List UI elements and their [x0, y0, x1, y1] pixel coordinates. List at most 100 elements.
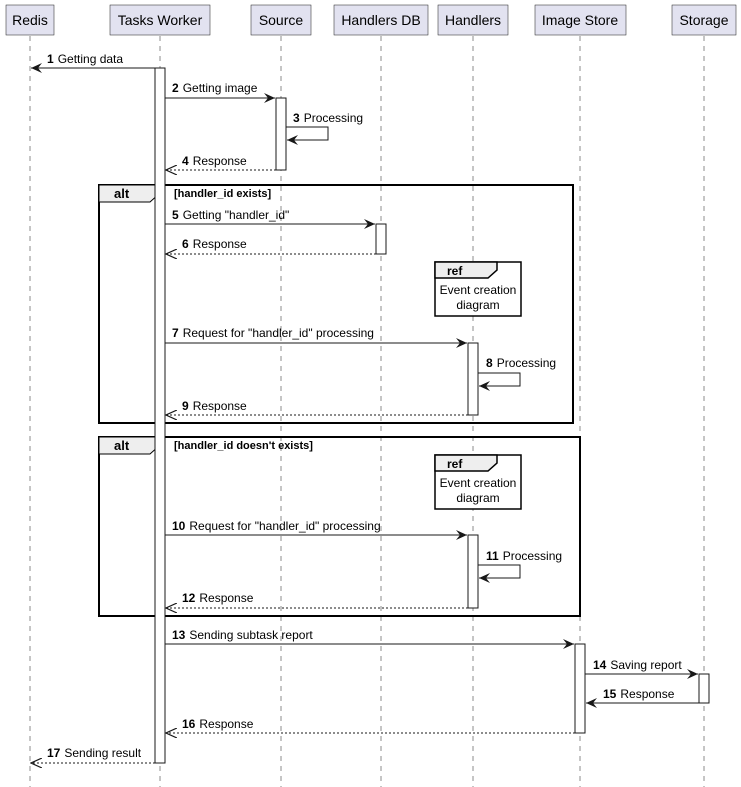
message-text: Saving report — [610, 658, 682, 672]
activations — [154, 67, 710, 764]
message-number: 16 — [182, 717, 196, 731]
activation-image-store — [574, 643, 586, 734]
ref-event-creation-1[interactable]: ref Event creation diagram — [434, 261, 522, 317]
message-number: 15 — [603, 687, 617, 701]
activation-storage — [698, 673, 710, 704]
message-number: 7 — [172, 326, 179, 340]
ref-label: ref — [447, 457, 463, 471]
message-number: 9 — [182, 399, 189, 413]
message-number: 14 — [593, 658, 607, 672]
message-2: 2 Getting image — [165, 81, 275, 103]
message-text: Processing — [497, 356, 556, 370]
message-text: Request for "handler_id" processing — [183, 326, 374, 340]
ref-text-line1: Event creation — [440, 283, 517, 297]
message-8: 8 Processing — [478, 356, 556, 391]
activation-handlers-db — [375, 223, 387, 255]
participant-handlers[interactable]: Handlers — [437, 4, 509, 36]
participant-label: Source — [259, 12, 304, 28]
message-number: 13 — [172, 628, 186, 642]
frame-guard: [handler_id exists] — [174, 188, 272, 200]
message-number: 10 — [172, 519, 186, 533]
participant-label: Storage — [679, 12, 728, 28]
message-text: Response — [193, 399, 247, 413]
message-text: Sending result — [64, 746, 141, 760]
message-number: 5 — [172, 208, 179, 222]
participant-image-store[interactable]: Image Store — [534, 4, 627, 36]
participant-tasks-worker[interactable]: Tasks Worker — [109, 4, 211, 36]
alt-frame-handler-exists: alt [handler_id exists] — [98, 184, 574, 424]
message-11: 11 Processing — [478, 549, 562, 583]
frame-border — [98, 184, 574, 424]
activation-tasks-worker — [154, 67, 166, 764]
frame-tab — [98, 436, 161, 455]
frame-tab — [98, 184, 161, 203]
message-text: Sending subtask report — [189, 628, 313, 642]
message-number: 8 — [486, 356, 493, 370]
activation-source — [275, 97, 287, 171]
participant-source[interactable]: Source — [250, 4, 312, 36]
message-number: 1 — [47, 52, 54, 66]
frame-label: alt — [114, 186, 130, 201]
frame-guard: [handler_id doesn't exists] — [174, 440, 313, 452]
message-number: 17 — [47, 746, 61, 760]
message-number: 4 — [182, 154, 189, 168]
message-6: 6 Response — [166, 237, 376, 254]
alt-frame-handler-not-exists: alt [handler_id doesn't exists] — [98, 436, 581, 617]
participant-redis[interactable]: Redis — [5, 4, 55, 36]
participant-label: Handlers — [445, 12, 501, 28]
activation-handlers-2 — [467, 534, 479, 609]
message-number: 6 — [182, 237, 189, 251]
participant-handlers-db[interactable]: Handlers DB — [333, 4, 429, 36]
message-7: 7 Request for "handler_id" processing — [165, 326, 467, 348]
message-text: Request for "handler_id" processing — [189, 519, 380, 533]
participants: Redis Tasks Worker Source Handlers DB Ha… — [5, 4, 737, 36]
message-text: Getting data — [58, 52, 124, 66]
participant-label: Handlers DB — [341, 12, 420, 28]
ref-text-line1: Event creation — [440, 476, 517, 490]
message-number: 2 — [172, 81, 179, 95]
participant-storage[interactable]: Storage — [671, 4, 737, 36]
message-text: Processing — [304, 111, 363, 125]
participant-label: Redis — [12, 12, 48, 28]
activation-handlers-1 — [467, 342, 479, 416]
participant-label: Tasks Worker — [118, 12, 203, 28]
message-text: Getting image — [183, 81, 258, 95]
message-text: Response — [193, 237, 247, 251]
message-text: Response — [193, 154, 247, 168]
ref-text-line2: diagram — [456, 491, 499, 505]
message-4: 4 Response — [166, 154, 276, 170]
message-text: Response — [620, 687, 674, 701]
message-text: Processing — [503, 549, 562, 563]
message-1: 1 Getting data — [31, 52, 155, 73]
message-text: Response — [199, 717, 253, 731]
message-number: 11 — [486, 549, 499, 563]
message-text: Response — [199, 591, 253, 605]
ref-event-creation-2[interactable]: ref Event creation diagram — [434, 454, 522, 510]
message-9: 9 Response — [166, 399, 468, 415]
frame-border — [98, 436, 581, 617]
ref-text-line2: diagram — [456, 298, 499, 312]
